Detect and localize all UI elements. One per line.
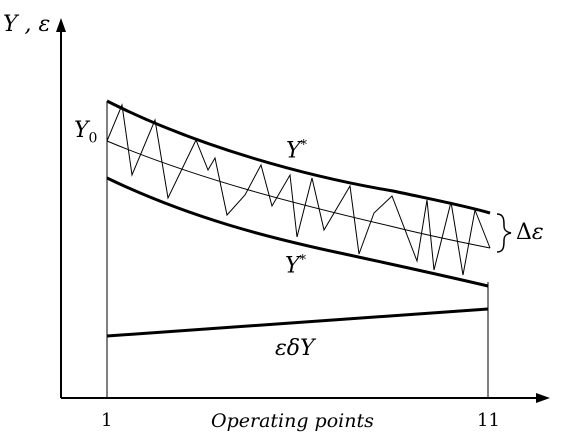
lower-ystar-label: Y* <box>285 253 306 278</box>
x-tick-last: 11 <box>477 410 500 431</box>
x-tick-first: 1 <box>101 410 113 431</box>
zigzag-trajectory <box>106 103 491 276</box>
x-axis-label: Operating points <box>211 410 374 432</box>
delta-epsilon-label: Δε <box>516 220 544 245</box>
lower-ystar-main: Y <box>285 253 300 279</box>
epsilon-delta-y-line <box>106 307 489 338</box>
y0-label: Y0 <box>74 118 97 146</box>
lower-ystar-superscript: * <box>299 253 307 268</box>
upper-ystar-main: Y <box>286 138 301 164</box>
y-axis-label: Y , ε <box>3 12 51 37</box>
y0-label-main: Y <box>74 118 89 143</box>
y-axis-arrowhead <box>56 18 66 32</box>
delta-symbol: Δ <box>516 220 532 245</box>
x-axis-arrowhead <box>536 393 550 403</box>
upper-ystar-label: Y* <box>286 138 307 163</box>
y0-label-subscript: 0 <box>88 130 98 147</box>
upper-ystar-superscript: * <box>300 138 308 153</box>
epsilon-symbol: ε <box>531 220 544 245</box>
lower-bound-curve <box>106 176 489 288</box>
delta-epsilon-brace <box>496 213 512 253</box>
center-curve <box>106 140 491 249</box>
epsilon-delta-y-label: εδY <box>275 336 315 361</box>
